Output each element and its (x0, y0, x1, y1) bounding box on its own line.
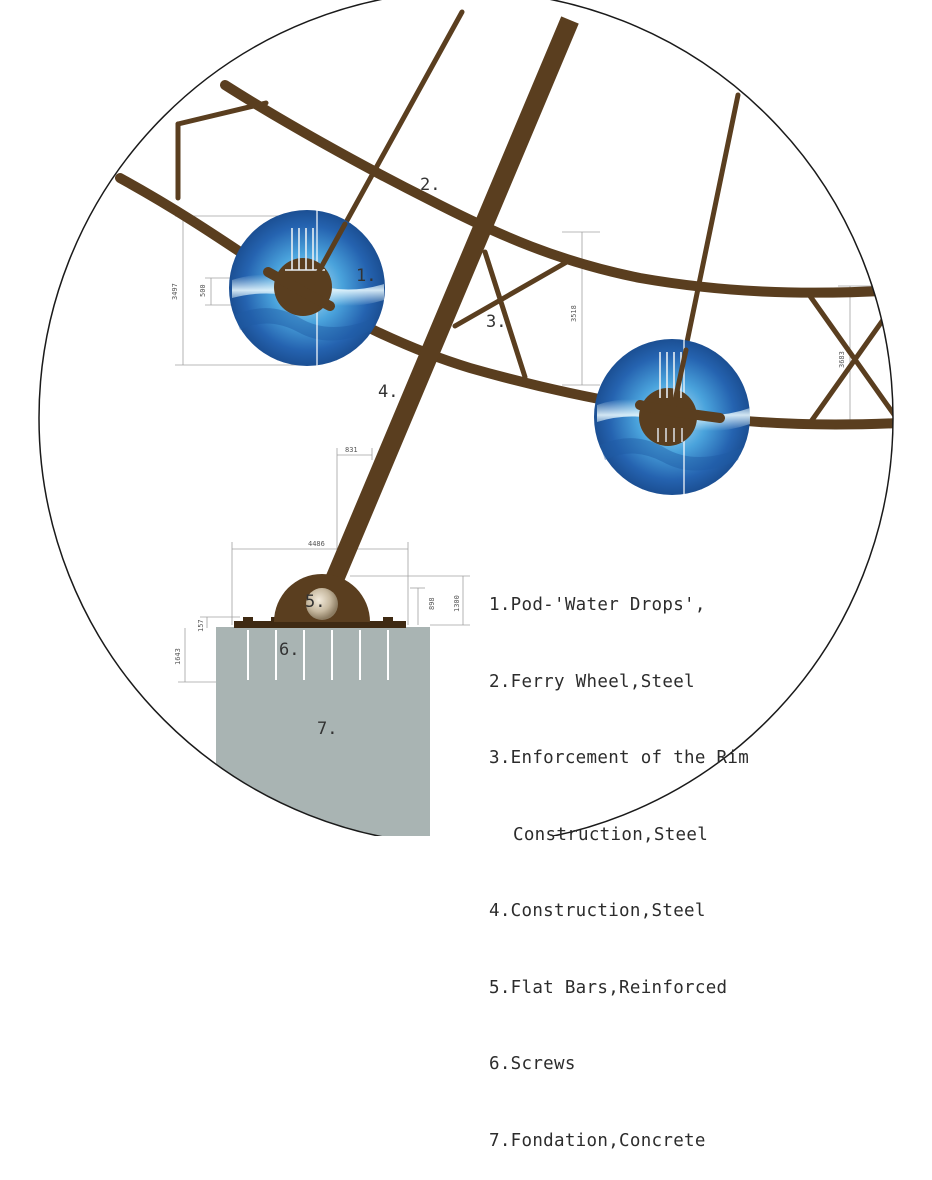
pod-1 (229, 210, 385, 366)
dim-3518: 3518 (570, 305, 578, 322)
legend-item-3-continued: Construction,Steel (513, 824, 709, 845)
dim-831: 831 (345, 446, 358, 454)
dim-1643: 1643 (174, 648, 182, 665)
ferris-wheel-detail-drawing: 3497 500 3518 3683 831 4486 898 1300 157… (38, 0, 894, 846)
legend-item-3: 3.Enforcement of the Rim (489, 748, 750, 768)
dim-4486: 4486 (308, 540, 325, 548)
rim-overlay (263, 221, 725, 423)
screws (247, 630, 389, 680)
dim-157: 157 (197, 619, 205, 632)
base-plate (234, 621, 406, 628)
drawing-content: 3497 500 3518 3683 831 4486 898 1300 157… (115, 9, 893, 842)
callout-4: 4. (378, 382, 398, 402)
callout-6: 6. (279, 640, 299, 660)
diagram-canvas: 3497 500 3518 3683 831 4486 898 1300 157… (38, 0, 894, 1151)
legend-item-6: 6.Screws (489, 1054, 576, 1074)
callout-3: 3. (486, 312, 506, 332)
legend-item-2: 2.Ferry Wheel,Steel (489, 671, 695, 692)
dim-3497: 3497 (171, 283, 179, 300)
dim-3683: 3683 (838, 351, 846, 368)
dimension-texts: 3497 500 3518 3683 831 4486 898 1300 157… (171, 283, 846, 665)
dim-500: 500 (199, 284, 207, 297)
flat-bar-joint (306, 588, 338, 620)
legend-item-1: 1.Pod-'Water Drops', (489, 595, 706, 615)
callout-7: 7. (317, 719, 337, 739)
callouts: 1. 2. 3. 4. 5. 6. 7. (279, 175, 506, 739)
main-column (319, 16, 579, 599)
callout-5: 5. (305, 592, 325, 612)
legend-item-7: 7.Fondation,Concrete (489, 1130, 706, 1151)
dim-898: 898 (428, 597, 436, 610)
pod-2 (594, 339, 750, 495)
callout-2: 2. (420, 175, 440, 195)
callout-1: 1. (356, 266, 376, 286)
legend: 1.Pod-'Water Drops', 2.Ferry Wheel,Steel… (489, 542, 819, 1180)
dim-1300: 1300 (453, 595, 461, 612)
legend-item-5: 5.Flat Bars,Reinforced (489, 977, 728, 998)
legend-item-4: 4.Construction,Steel (489, 901, 706, 921)
